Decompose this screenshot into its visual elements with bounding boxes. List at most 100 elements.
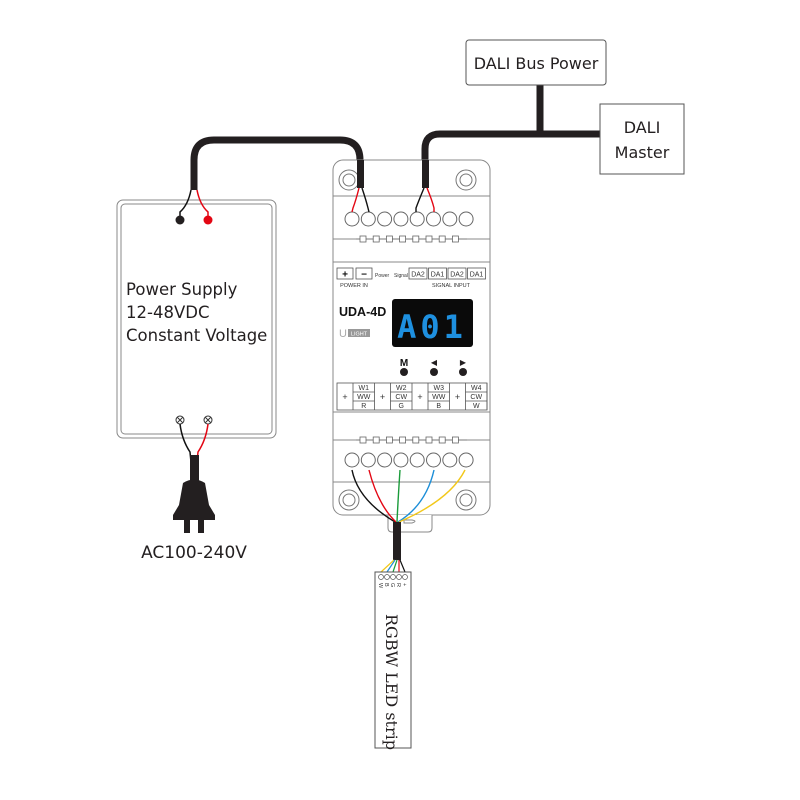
signal-terminal-box xyxy=(447,267,467,280)
ac-plug-icon xyxy=(173,455,215,533)
dali-bus-power-label: DALI Bus Power xyxy=(474,54,599,73)
output-plus-label: + xyxy=(380,392,385,402)
terminal-screw xyxy=(409,211,425,227)
psu-label-2: 12-48VDC xyxy=(126,303,209,322)
psu-label-3: Constant Voltage xyxy=(126,326,267,345)
indicator-square xyxy=(399,436,407,444)
indicator-square xyxy=(399,235,407,243)
output-channel-label: B xyxy=(436,403,441,410)
strip-pin-label: G xyxy=(389,583,395,587)
terminal-screw xyxy=(377,211,393,227)
top-terminal-block xyxy=(344,211,474,227)
output-plus-label: + xyxy=(417,392,422,402)
bottom-indicator-row xyxy=(356,436,467,444)
brand-prefix: U xyxy=(339,328,347,340)
strip-pin-label: W xyxy=(377,583,383,589)
mounting-hole-icon xyxy=(338,169,477,511)
led-strip-label: RGBW LED strip xyxy=(382,614,401,750)
signal-terminal-label: DA1 xyxy=(431,272,445,279)
output-plus-label: + xyxy=(455,392,460,402)
output-wires xyxy=(351,469,466,560)
signal-terminal-label: DA2 xyxy=(411,272,425,279)
indicator-square xyxy=(359,436,367,444)
signal-terminal-label: DA2 xyxy=(450,272,464,279)
strip-solder-pad xyxy=(402,574,408,580)
terminal-screw xyxy=(360,211,376,227)
indicator-square xyxy=(412,235,420,243)
psu-negative-terminal xyxy=(175,215,185,225)
strip-solder-pad xyxy=(390,574,396,580)
signal-small-label: Signal xyxy=(394,273,408,279)
button-menu[interactable]: M xyxy=(400,358,408,376)
strip-solder-pad xyxy=(378,574,384,580)
display-value: A01 xyxy=(397,308,467,346)
bottom-terminal-block xyxy=(344,452,474,468)
indicator-square xyxy=(438,436,446,444)
indicator-square xyxy=(385,436,393,444)
indicator-square xyxy=(425,235,433,243)
power-supply: Power Supply 12-48VDC Constant Voltage xyxy=(116,189,277,463)
terminal-screw xyxy=(442,211,458,227)
output-channel-label: W4 xyxy=(471,385,482,392)
strip-solder-pad xyxy=(384,574,390,580)
dc-power-cable xyxy=(190,136,364,190)
power-in-terminals: + − Power POWER IN xyxy=(336,267,390,289)
terminal-screw xyxy=(426,211,441,227)
led-display: A01 xyxy=(392,299,473,347)
psu-positive-terminal xyxy=(203,215,213,225)
rgbw-led-strip: +RGBW RGBW LED strip xyxy=(374,559,412,750)
signal-input-group-label: SIGNAL INPUT xyxy=(432,283,471,289)
signal-terminal-box xyxy=(428,267,447,280)
signal-terminal-label: DA1 xyxy=(470,272,484,279)
output-channel-label: W3 xyxy=(434,385,445,392)
button-left[interactable]: ◀ xyxy=(430,358,438,376)
indicator-square xyxy=(412,436,420,444)
controller-uda-4d: + − Power POWER IN Signal DA2 DA1 DA2 DA1 S… xyxy=(332,159,491,533)
terminal-screw xyxy=(409,452,425,468)
top-indicator-row xyxy=(356,235,467,243)
power-in-group-label: POWER IN xyxy=(340,283,368,289)
terminal-screw xyxy=(393,452,409,468)
dali-bus-power-box: DALI Bus Power xyxy=(465,39,607,86)
output-channel-label: R xyxy=(361,403,366,410)
power-plus-label: + xyxy=(342,270,348,281)
output-channel-label: W1 xyxy=(359,385,370,392)
terminal-screw xyxy=(377,452,393,468)
output-channel-label: G xyxy=(399,403,404,410)
indicator-square xyxy=(372,436,380,444)
dali-master-box: DALI Master xyxy=(599,103,685,175)
output-channel-label: WW xyxy=(432,394,446,401)
output-channel-label: W xyxy=(473,403,480,410)
indicator-square xyxy=(451,436,459,444)
dali-master-label-1: DALI xyxy=(624,118,661,137)
button-right[interactable]: ▶ xyxy=(459,358,467,376)
signal-terminal-box xyxy=(467,267,486,280)
terminal-screw xyxy=(360,452,376,468)
signal-terminal-box xyxy=(408,267,428,280)
dali-master-label-2: Master xyxy=(615,143,670,162)
terminal-screw xyxy=(458,211,474,227)
psu-label-1: Power Supply xyxy=(126,280,238,299)
indicator-square xyxy=(438,235,446,243)
strip-pin-label: B xyxy=(383,583,389,587)
terminal-screw xyxy=(458,452,474,468)
output-channel-label: W2 xyxy=(396,385,407,392)
indicator-square xyxy=(425,436,433,444)
right-arrow-icon: ▶ xyxy=(460,358,467,367)
signal-input-terminals: Signal DA2 DA1 DA2 DA1 SIGNAL INPUT xyxy=(394,267,486,289)
brand-logo: U LIGHT xyxy=(339,328,370,340)
power-small-label: Power xyxy=(375,273,390,279)
output-channel-label: CW xyxy=(395,394,407,401)
output-plus-label: + xyxy=(342,392,347,402)
terminal-screw xyxy=(344,452,360,468)
button-menu-label: M xyxy=(400,358,408,369)
output-channel-label: CW xyxy=(470,394,482,401)
strip-solder-pad xyxy=(396,574,402,580)
left-arrow-icon: ◀ xyxy=(431,358,438,367)
indicator-square xyxy=(359,235,367,243)
terminal-screw xyxy=(393,211,409,227)
ac-input-label: AC100-240V xyxy=(141,543,247,563)
terminal-screw xyxy=(344,211,360,227)
